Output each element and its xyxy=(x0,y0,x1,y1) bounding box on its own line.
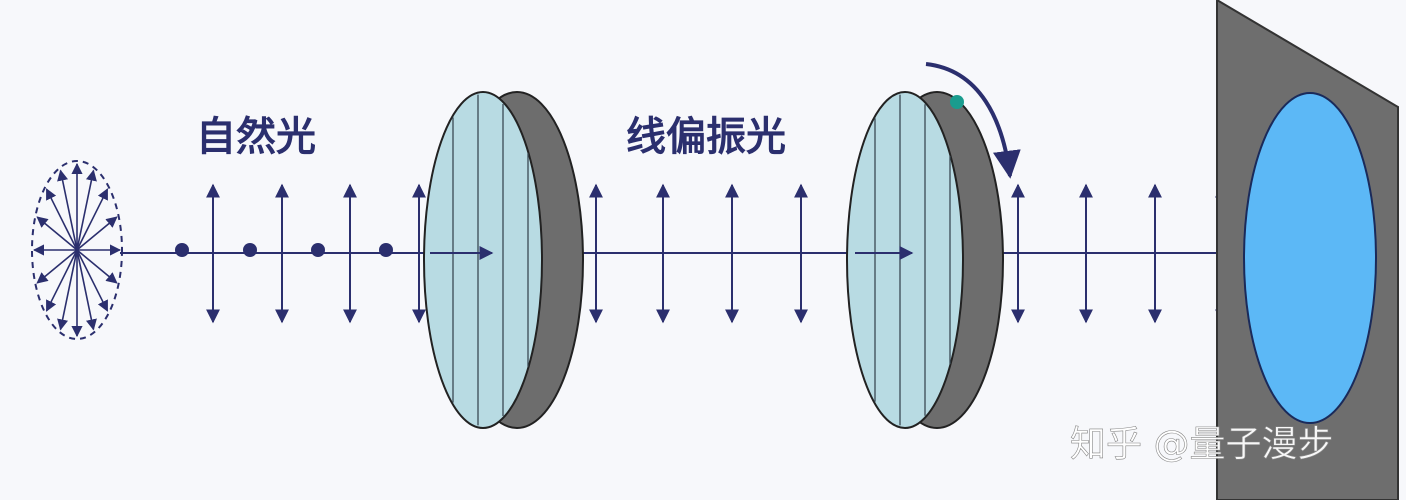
lens-1-face xyxy=(423,91,543,429)
source-ray-arrow xyxy=(76,249,118,284)
rotation-arrow xyxy=(925,62,1021,179)
rotation-dot xyxy=(950,95,964,109)
beam-dot xyxy=(175,243,189,257)
polarizer-lens-1 xyxy=(423,91,584,429)
source-ray-arrow xyxy=(45,188,78,251)
source-rays xyxy=(32,162,122,338)
linear-polarized-label: 线偏振光 xyxy=(626,114,786,160)
source-ray-arrow xyxy=(36,216,78,251)
source-dashed-ellipse xyxy=(31,160,123,340)
screen-light-spot xyxy=(1243,92,1377,424)
beam-dot xyxy=(379,243,393,257)
analyzer-lens-2 xyxy=(846,91,1004,429)
source-ray-arrow xyxy=(76,249,109,312)
source-ray-arrow xyxy=(76,169,97,251)
source-ray-arrow xyxy=(45,249,78,312)
source-ray-arrow xyxy=(36,249,78,284)
natural-light-source xyxy=(31,160,123,340)
natural-light-label: 自然光 xyxy=(196,114,316,160)
source-ray-arrow xyxy=(76,188,109,251)
beam-dot xyxy=(243,243,257,257)
source-ray-arrow xyxy=(76,249,97,331)
source-ray-arrow xyxy=(76,216,118,251)
beam-dot xyxy=(311,243,325,257)
source-ray-arrow xyxy=(57,249,78,331)
lens-2-face xyxy=(846,91,964,429)
beam-dots xyxy=(175,243,393,257)
watermark: 知乎 @量子漫步 xyxy=(1070,424,1333,465)
lens-1-grid-lines xyxy=(452,94,529,426)
screen xyxy=(1216,0,1399,500)
source-ray-arrow xyxy=(57,169,78,251)
vertical-polarization-arrows xyxy=(206,183,1229,324)
